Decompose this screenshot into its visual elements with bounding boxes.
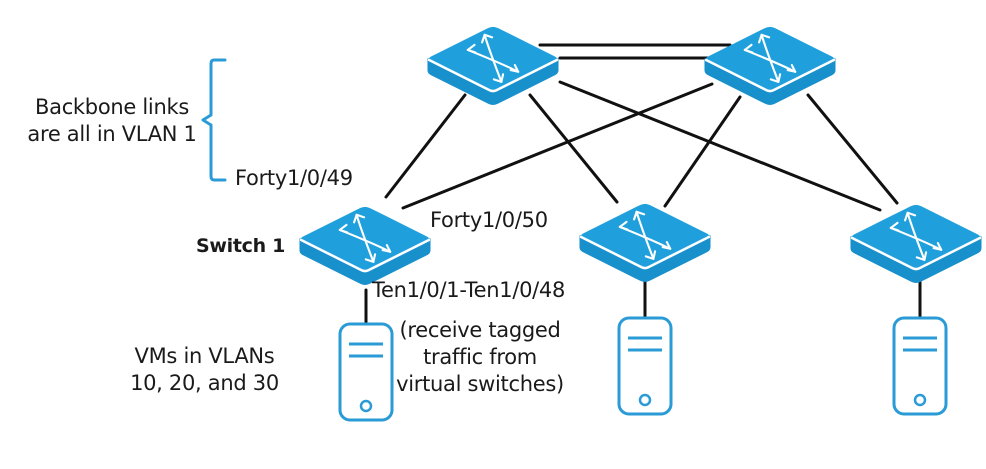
server-icon [892, 316, 948, 416]
backbone-note-line2: are all in VLAN 1 [27, 122, 197, 146]
switch-icon [849, 203, 983, 285]
switch-icon [426, 25, 560, 107]
vms-note: VMs in VLANs 10, 20, and 30 [112, 343, 297, 397]
port-label-forty50: Forty1/0/50 [430, 208, 548, 232]
switch1-label: Switch 1 [196, 235, 286, 257]
port-label-forty49: Forty1/0/49 [235, 166, 353, 190]
link-coreright-switch1 [401, 82, 714, 210]
switch-icon [298, 205, 432, 287]
link-coreleft-switch1 [384, 93, 467, 199]
backbone-bracket [201, 58, 227, 182]
switch-icon [703, 25, 837, 107]
server-icon [617, 316, 673, 416]
backbone-note: Backbone links are all in VLAN 1 [22, 94, 202, 148]
link-coreright-access3 [806, 93, 899, 205]
link-coreright-access2 [663, 95, 742, 208]
switch-icon [578, 202, 712, 284]
backbone-note-line1: Backbone links [35, 95, 189, 119]
link-coreleft-access2 [528, 93, 619, 204]
link-coreleft-access3 [558, 80, 882, 212]
port-label-ten-range: Ten1/0/1-Ten1/0/48 [372, 278, 566, 302]
vms-note-line2: 10, 20, and 30 [130, 371, 279, 395]
vms-note-line1: VMs in VLANs [134, 344, 275, 368]
tagged-note-line1: (receive tagged [399, 318, 561, 342]
tagged-traffic-note: (receive tagged traffic from virtual swi… [380, 317, 580, 398]
tagged-note-line3: virtual switches) [396, 372, 564, 396]
links-layer [364, 43, 922, 325]
tagged-note-line2: traffic from [423, 345, 537, 369]
